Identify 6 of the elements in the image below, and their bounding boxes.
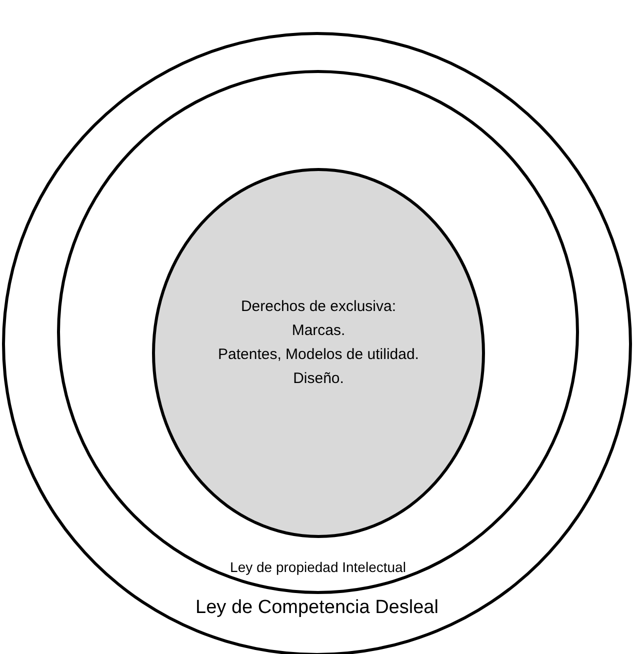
circle-text: Derechos de exclusiva: bbox=[240, 297, 396, 317]
circle-label: Ley de Competencia Desleal bbox=[194, 597, 440, 619]
circle-text: Marcas. bbox=[292, 321, 346, 341]
circle-label: Ley de propiedad Intelectual bbox=[229, 559, 407, 575]
circle-text: Patentes, Modelos de utilidad. bbox=[218, 345, 419, 365]
circle-text: Diseño. bbox=[293, 369, 344, 389]
